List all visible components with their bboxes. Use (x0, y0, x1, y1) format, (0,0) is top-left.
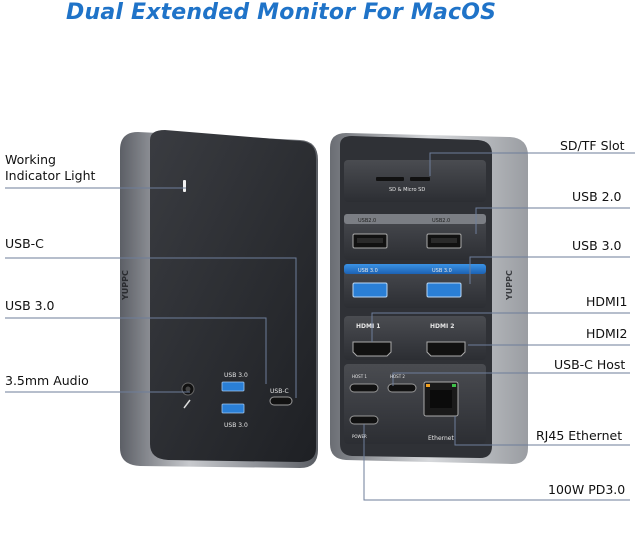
usb3-right-label: USB 3.0 (432, 268, 452, 274)
callout-working-light-line2: Indicator Light (5, 168, 96, 183)
host1-usbc-port (349, 383, 379, 393)
sd-slot-label: SD & Micro SD (389, 187, 425, 193)
usb3-port-left (352, 282, 388, 298)
callout-rj45: RJ45 Ethernet (536, 428, 623, 443)
host2-usbc-port (387, 383, 417, 393)
front-usbc-port (269, 396, 293, 406)
callout-usb3-left: USB 3.0 (5, 298, 55, 313)
usb3-left-label: USB 3.0 (358, 268, 378, 274)
power-usbc-port (349, 415, 379, 425)
callout-usb3-right: USB 3.0 (572, 238, 622, 253)
right-dock-back: YUPPC (330, 133, 528, 464)
host2-label: HOST 2 (390, 374, 405, 379)
front-usbc-label: USB-C (270, 388, 289, 395)
front-usb3-port-top (221, 381, 245, 392)
brand-logo-right: YUPPC (505, 270, 514, 301)
callout-audio: 3.5mm Audio (5, 373, 89, 388)
indicator-light (183, 180, 186, 192)
host1-label: HOST 1 (352, 374, 367, 379)
headphone-mark-icon (183, 399, 191, 409)
callout-working-light-line1: Working (5, 152, 56, 167)
front-usb3-bottom-label: USB 3.0 (224, 422, 248, 429)
callout-hdmi2: HDMI2 (586, 326, 628, 341)
callout-hdmi1: HDMI1 (586, 294, 628, 309)
hdmi2-port (426, 341, 466, 357)
callout-usb-c-host: USB-C Host (554, 357, 626, 372)
callout-usb2: USB 2.0 (572, 189, 622, 204)
hdmi1-port (352, 341, 392, 357)
left-dock-front: YUPPC (120, 130, 318, 468)
hdmi1-label: HDMI 1 (356, 323, 380, 330)
callout-pd: 100W PD3.0 (548, 482, 626, 497)
usb2-left-label: USB2.0 (358, 218, 376, 224)
brand-logo-left: YUPPC (121, 270, 130, 301)
callout-sd-tf: SD/TF Slot (560, 138, 625, 153)
hdmi2-label: HDMI 2 (430, 323, 454, 330)
callout-lines (5, 152, 635, 501)
page-title: Dual Extended Monitor For MacOS (66, 0, 497, 25)
usb3-port-right (426, 282, 462, 298)
callout-usb-c: USB-C (5, 236, 44, 251)
callout-working-light: Working Indicator Light (5, 152, 95, 184)
front-usb3-top-label: USB 3.0 (224, 372, 248, 379)
front-usb3-port-bottom (221, 403, 245, 414)
usb2-right-label: USB2.0 (432, 218, 450, 224)
power-label: POWER (352, 434, 367, 439)
ethernet-label: Ethernet (428, 435, 454, 442)
